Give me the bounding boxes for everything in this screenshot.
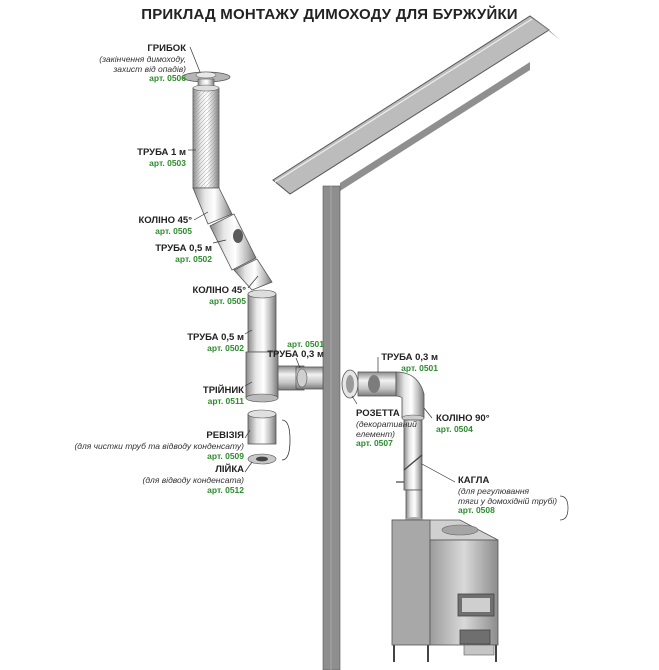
- label-truba-05-a: ТРУБА 0,5 м арт. 0502: [120, 243, 212, 265]
- reviziya-name: РЕВІЗІЯ: [206, 430, 244, 441]
- chimney-assembly: [181, 71, 324, 465]
- liyka-art: арт. 0512: [207, 484, 244, 495]
- truba-03-a-art: арт. 0501: [287, 339, 324, 349]
- label-triynyk: ТРІЙНИК арт. 0511: [160, 385, 244, 407]
- triynyk-art: арт. 0511: [207, 395, 244, 406]
- reviziya-art: арт. 0509: [207, 450, 244, 461]
- page-title: ПРИКЛАД МОНТАЖУ ДИМОХОДУ ДЛЯ БУРЖУЙКИ: [141, 6, 518, 23]
- label-kolino-45-a: КОЛІНО 45° арт. 0505: [100, 215, 192, 237]
- kagla-desc1: (для регулювання: [458, 485, 530, 496]
- gribok-art: арт. 0506: [149, 73, 186, 84]
- label-truba-1m: ТРУБА 1 м арт. 0503: [100, 147, 186, 169]
- rozetta-desc1: (декоративний: [356, 418, 417, 429]
- label-kolino-45-b: КОЛІНО 45° арт. 0505: [150, 285, 246, 307]
- label-truba-03-a: арт. 0501 ТРУБА 0,3 м: [262, 339, 324, 361]
- gribok-name: ГРИБОК: [147, 43, 186, 54]
- truba-1m-name: ТРУБА 1 м: [137, 147, 186, 158]
- kolino-45-b-name: КОЛІНО 45°: [192, 285, 246, 296]
- kagla-art: арт. 0508: [458, 505, 495, 516]
- truba-03-b-name: ТРУБА 0,3 м: [381, 352, 438, 363]
- kolino-45-b-art: арт. 0505: [209, 295, 246, 306]
- truba-05-a-name: ТРУБА 0,5 м: [155, 243, 212, 254]
- truba-05-b-name: ТРУБА 0,5 м: [187, 332, 244, 343]
- reviziya-desc: (для чистки труб та відводу конденсату): [74, 440, 244, 451]
- gribok-desc2: захист від опадів): [113, 63, 186, 74]
- label-truba-05-b: ТРУБА 0,5 м арт. 0502: [150, 332, 244, 354]
- label-kagla: КАГЛА (для регулювання тяги у домохідній…: [458, 475, 568, 516]
- label-gribok: ГРИБОК (закінчення димоходу, захист від …: [68, 43, 186, 84]
- label-kolino-90: КОЛІНО 90° арт. 0504: [436, 413, 512, 435]
- kolino-90-name: КОЛІНО 90°: [436, 413, 490, 424]
- liyka-desc: (для відводу конденсата): [142, 474, 244, 485]
- truba-03-a-name: ТРУБА 0,3 м: [267, 348, 324, 360]
- stove: [391, 519, 499, 662]
- liyka-name: ЛІЙКА: [215, 464, 244, 475]
- rozetta-art: арт. 0507: [356, 438, 393, 449]
- label-reviziya: РЕВІЗІЯ (для чистки труб та відводу конд…: [30, 430, 244, 461]
- rozetta-name: РОЗЕТТА: [356, 408, 400, 419]
- label-rozetta: РОЗЕТТА (декоративний елемент) арт. 0507: [356, 408, 436, 449]
- truba-05-a-art: арт. 0502: [175, 253, 212, 264]
- triynyk-name: ТРІЙНИК: [202, 385, 244, 396]
- inside-assembly: [341, 369, 425, 523]
- kolino-90-art: арт. 0504: [436, 423, 473, 434]
- roof: [272, 15, 560, 195]
- pointer-lines: [188, 46, 569, 521]
- kagla-name: КАГЛА: [458, 475, 490, 486]
- rozetta-desc2: елемент): [356, 428, 396, 439]
- label-truba-03-b: ТРУБА 0,3 м арт. 0501: [366, 352, 438, 374]
- label-liyka: ЛІЙКА (для відводу конденсата) арт. 0512: [100, 464, 244, 495]
- kolino-45-a-name: КОЛІНО 45°: [138, 215, 192, 226]
- kagla-desc2: тяги у домохідній трубі): [458, 495, 558, 506]
- truba-1m-art: арт. 0503: [149, 157, 186, 168]
- truba-05-b-art: арт. 0502: [207, 342, 244, 353]
- truba-03-b-art: арт. 0501: [401, 362, 438, 373]
- kolino-45-a-art: арт. 0505: [155, 225, 192, 236]
- gribok-desc1: (закінчення димоходу,: [99, 53, 186, 64]
